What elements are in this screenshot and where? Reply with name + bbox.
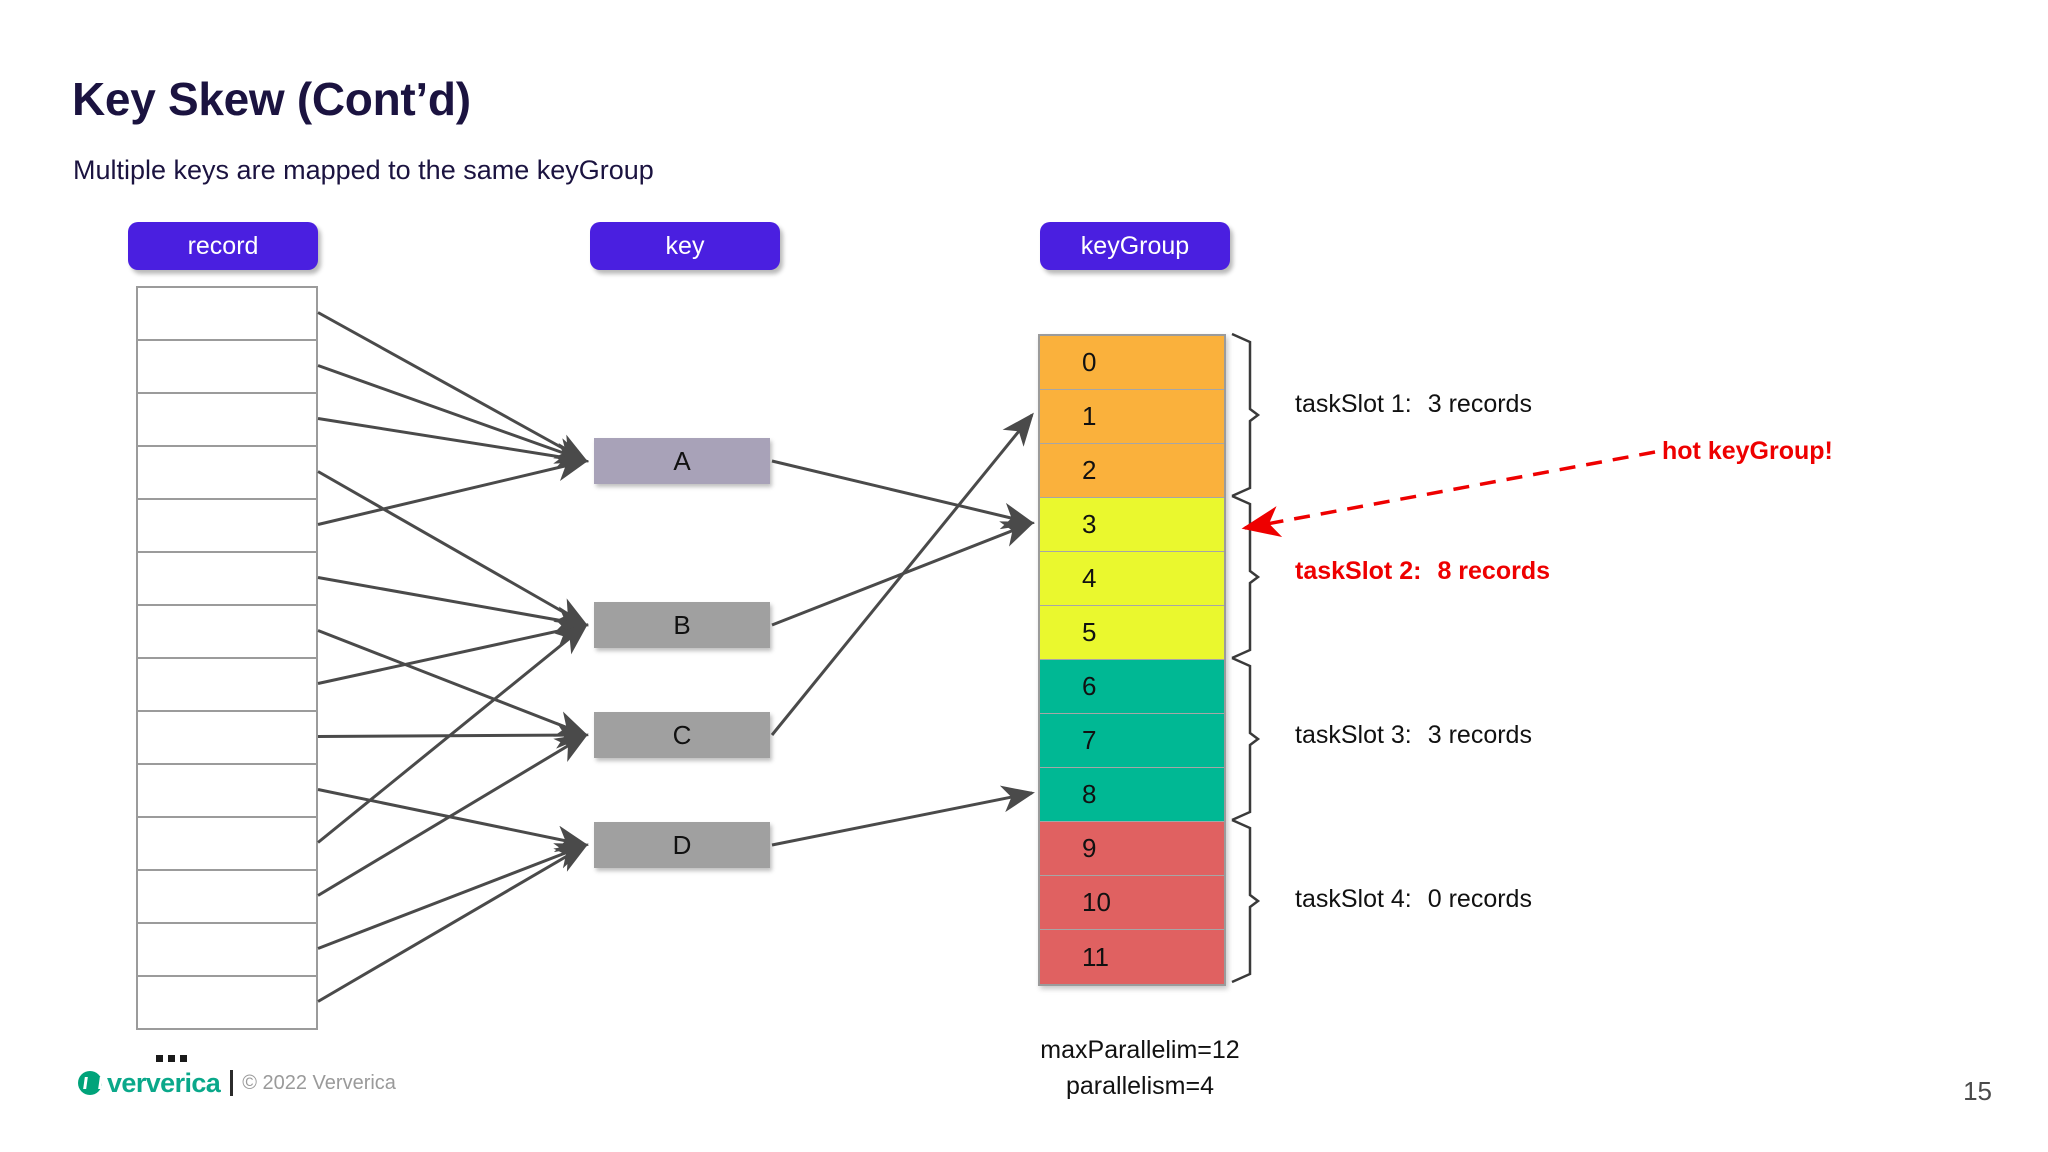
column-header-key: key xyxy=(590,222,780,270)
keygroup-cell-label: 10 xyxy=(1082,887,1111,917)
record-cell xyxy=(138,765,316,818)
record-cell xyxy=(138,659,316,712)
record-to-key-arrow xyxy=(317,454,589,526)
record-cell xyxy=(138,447,316,500)
task-slot-label-3: taskSlot 3: 3 records xyxy=(1295,721,1532,750)
task-slot-brace xyxy=(1231,494,1261,660)
key-box-a: A xyxy=(594,438,770,484)
keygroup-cell-2: 2 xyxy=(1040,444,1224,498)
task-slot-records: 3 records xyxy=(1427,390,1532,418)
record-to-key-arrow xyxy=(317,623,589,844)
record-cell xyxy=(138,394,316,447)
record-to-key-arrow xyxy=(317,417,589,470)
record-cell xyxy=(138,606,316,659)
key-box-c: C xyxy=(594,712,770,758)
logo-dots-icon xyxy=(156,1055,187,1062)
task-slot-label-1: taskSlot 1: 3 records xyxy=(1295,390,1532,419)
keygroup-cell-1: 1 xyxy=(1040,390,1224,444)
keygroup-cell-label: 7 xyxy=(1082,725,1097,755)
page-subtitle: Multiple keys are mapped to the same key… xyxy=(73,155,654,185)
ververica-wordmark: ververica xyxy=(107,1067,221,1098)
keygroup-cell-11: 11 xyxy=(1040,930,1224,984)
task-slot-name: taskSlot 2: xyxy=(1295,557,1422,585)
key-to-keygroup-arrow xyxy=(770,412,1034,736)
keygroup-cell-label: 3 xyxy=(1082,509,1097,539)
record-to-key-arrow xyxy=(317,576,589,634)
keygroup-cell-8: 8 xyxy=(1040,768,1224,822)
parallelism-params: maxParallelim=12 parallelism=4 xyxy=(1010,1032,1270,1104)
record-cell xyxy=(138,288,316,341)
keygroup-cell-label: 0 xyxy=(1082,347,1097,377)
key-box-b: B xyxy=(594,602,770,648)
record-cell xyxy=(138,818,316,871)
copyright-text: © 2022 Ververica xyxy=(242,1071,396,1094)
keygroup-cell-3: 3 xyxy=(1040,498,1224,552)
task-slot-name: taskSlot 3: xyxy=(1295,721,1412,749)
keygroup-cell-label: 9 xyxy=(1082,833,1097,863)
parallelism-text: parallelism=4 xyxy=(1066,1072,1214,1100)
footer-logo: ververica © 2022 Ververica xyxy=(78,1068,396,1098)
record-to-key-arrow xyxy=(317,721,589,749)
ververica-logo-icon xyxy=(78,1071,102,1095)
keygroup-column: 0 1 2 3 4 5 6 7 8 9 10 11 xyxy=(1038,334,1226,986)
keygroup-cell-6: 6 xyxy=(1040,660,1224,714)
record-to-key-arrow xyxy=(317,629,589,737)
keygroup-cell-9: 9 xyxy=(1040,822,1224,876)
keygroup-cell-label: 11 xyxy=(1082,941,1109,972)
task-slot-label-4: taskSlot 4: 0 records xyxy=(1295,885,1532,914)
keygroup-cell-label: 2 xyxy=(1082,455,1097,485)
record-to-key-arrow xyxy=(317,470,589,627)
record-to-key-arrow xyxy=(317,364,589,464)
record-to-key-arrow xyxy=(317,788,589,853)
record-cell xyxy=(138,977,316,1030)
record-cell xyxy=(138,712,316,765)
task-slot-label-2: taskSlot 2: 8 records xyxy=(1295,557,1550,586)
record-to-key-arrow xyxy=(317,843,589,950)
task-slot-name: taskSlot 4: xyxy=(1295,885,1412,913)
record-column xyxy=(136,286,318,1030)
record-cell xyxy=(138,553,316,606)
page-number: 15 xyxy=(1963,1076,1992,1106)
key-box-d: D xyxy=(594,822,770,868)
key-box-label: A xyxy=(673,445,691,476)
max-parallelism-text: maxParallelim=12 xyxy=(1040,1036,1240,1064)
record-to-key-arrow xyxy=(317,618,589,685)
task-slot-brace xyxy=(1231,656,1261,822)
task-slot-records: 0 records xyxy=(1427,885,1532,913)
keygroup-cell-label: 4 xyxy=(1082,563,1097,593)
record-cell xyxy=(138,500,316,553)
task-slot-records: 3 records xyxy=(1427,721,1532,749)
keygroup-cell-10: 10 xyxy=(1040,876,1224,930)
record-cell xyxy=(138,924,316,977)
keygroup-cell-5: 5 xyxy=(1040,606,1224,660)
keygroup-cell-7: 7 xyxy=(1040,714,1224,768)
keygroup-cell-label: 5 xyxy=(1082,617,1097,647)
keygroup-cell-4: 4 xyxy=(1040,552,1224,606)
key-box-label: B xyxy=(673,609,691,640)
record-to-key-arrow xyxy=(317,311,589,463)
keygroup-cell-label: 1 xyxy=(1082,401,1097,431)
keygroup-cell-label: 6 xyxy=(1082,671,1097,701)
key-to-keygroup-arrow xyxy=(771,521,1035,627)
page-title: Key Skew (Cont’d) xyxy=(72,73,471,125)
task-slot-records: 8 records xyxy=(1437,557,1550,585)
record-to-key-arrow xyxy=(317,733,589,897)
keygroup-cell-label: 8 xyxy=(1082,779,1097,809)
logo-divider xyxy=(230,1070,234,1096)
task-slot-brace xyxy=(1231,818,1261,984)
record-cell xyxy=(138,341,316,394)
task-slot-name: taskSlot 1: xyxy=(1295,390,1412,418)
record-to-key-arrow xyxy=(317,843,589,1003)
hot-keygroup-annotation: hot keyGroup! xyxy=(1662,437,1833,465)
column-header-record: record xyxy=(128,222,318,270)
record-cell xyxy=(138,871,316,924)
column-header-keygroup: keyGroup xyxy=(1040,222,1230,270)
key-box-label: D xyxy=(672,829,692,860)
task-slot-brace xyxy=(1231,332,1261,498)
keygroup-cell-0: 0 xyxy=(1040,336,1224,390)
key-to-keygroup-arrow xyxy=(771,459,1035,530)
key-to-keygroup-arrow xyxy=(771,785,1035,847)
key-box-label: C xyxy=(672,719,692,750)
